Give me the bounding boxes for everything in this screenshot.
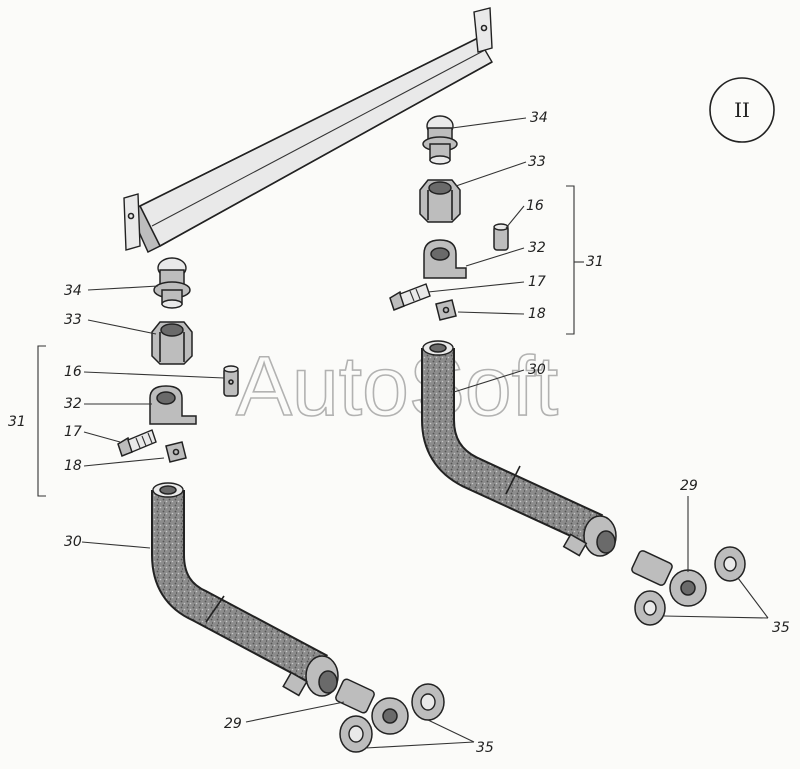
right-banjo [631,550,707,607]
right-label-31: 31 [586,254,604,270]
left-label-17: 17 [64,424,82,440]
right-nut [419,179,461,223]
cross-rail [123,7,493,254]
right-assembly: 34 33 16 32 17 18 31 30 29 35 [389,110,790,636]
right-washer [435,299,457,321]
left-label-30: 30 [64,534,82,550]
left-pin [223,365,239,397]
left-nut [151,321,193,365]
right-label-34: 34 [530,110,548,126]
left-bolt [117,429,157,457]
right-label-16: 16 [526,198,544,214]
left-label-34: 34 [64,283,82,299]
right-label-17: 17 [528,274,546,290]
left-bracket-31 [37,345,46,497]
left-hose [151,482,339,697]
left-ball-stud [153,257,191,309]
left-label-32: 32 [64,396,82,412]
left-label-33: 33 [64,312,82,328]
left-label-29: 29 [224,716,242,732]
right-label-18: 18 [528,306,546,322]
right-label-33: 33 [528,154,546,170]
right-bracket-31 [566,185,575,335]
right-bolt [389,283,431,311]
watermark: AutoSoft [236,339,558,433]
left-label-35: 35 [476,740,494,756]
right-washers [634,546,746,626]
right-label-32: 32 [528,240,546,256]
view-marker: II [709,77,775,143]
roman-numeral: II [734,98,750,122]
right-label-35: 35 [772,620,790,636]
right-clamp [423,239,467,279]
left-assembly: 34 33 16 32 17 18 31 30 29 35 [8,257,494,756]
left-label-16: 16 [64,364,82,380]
left-banjo [335,678,409,735]
right-pin [493,223,509,251]
left-clamp [149,385,197,425]
right-label-29: 29 [680,478,698,494]
left-label-18: 18 [64,458,82,474]
left-washer [165,441,187,463]
right-label-30: 30 [528,362,546,378]
right-hose [421,340,617,557]
left-label-31: 31 [8,414,26,430]
right-ball-stud [422,115,458,165]
